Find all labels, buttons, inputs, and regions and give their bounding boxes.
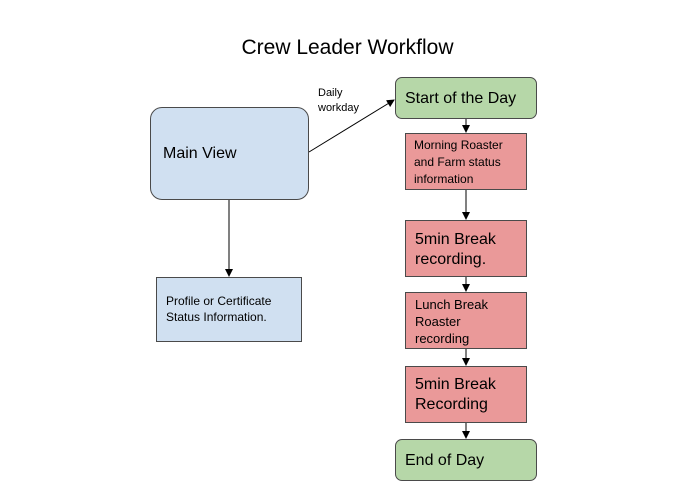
node-break-recording-2: 5min Break Recording [405,366,527,423]
node-main-view-label: Main View [163,145,237,162]
node-main-view: Main View [150,107,309,200]
edge-main-to-start [308,99,395,153]
node-lunch-break: Lunch Break Roaster recording [405,292,527,349]
node-profile-status: Profile or Certificate Status Informatio… [156,277,302,342]
node-profile-status-label: Profile or Certificate Status Informatio… [166,294,272,324]
node-morning-roaster-label: Morning Roaster and Farm status informat… [414,138,503,186]
node-break-recording-1: 5min Break recording. [405,220,527,277]
edge-label-daily-workday: Daily workday [318,87,359,114]
node-start-of-day-label: Start of the Day [405,90,517,107]
node-lunch-break-label: Lunch Break Roaster recording [415,297,488,346]
node-end-of-day-label: End of Day [405,452,485,469]
node-break-recording-2-label: 5min Break Recording [415,376,496,413]
node-start-of-day: Start of the Day [395,77,537,119]
node-break-recording-1-label: 5min Break recording. [415,231,496,268]
node-morning-roaster: Morning Roaster and Farm status informat… [405,133,527,190]
node-end-of-day: End of Day [395,439,537,481]
diagram-title: Crew Leader Workflow [241,36,454,59]
